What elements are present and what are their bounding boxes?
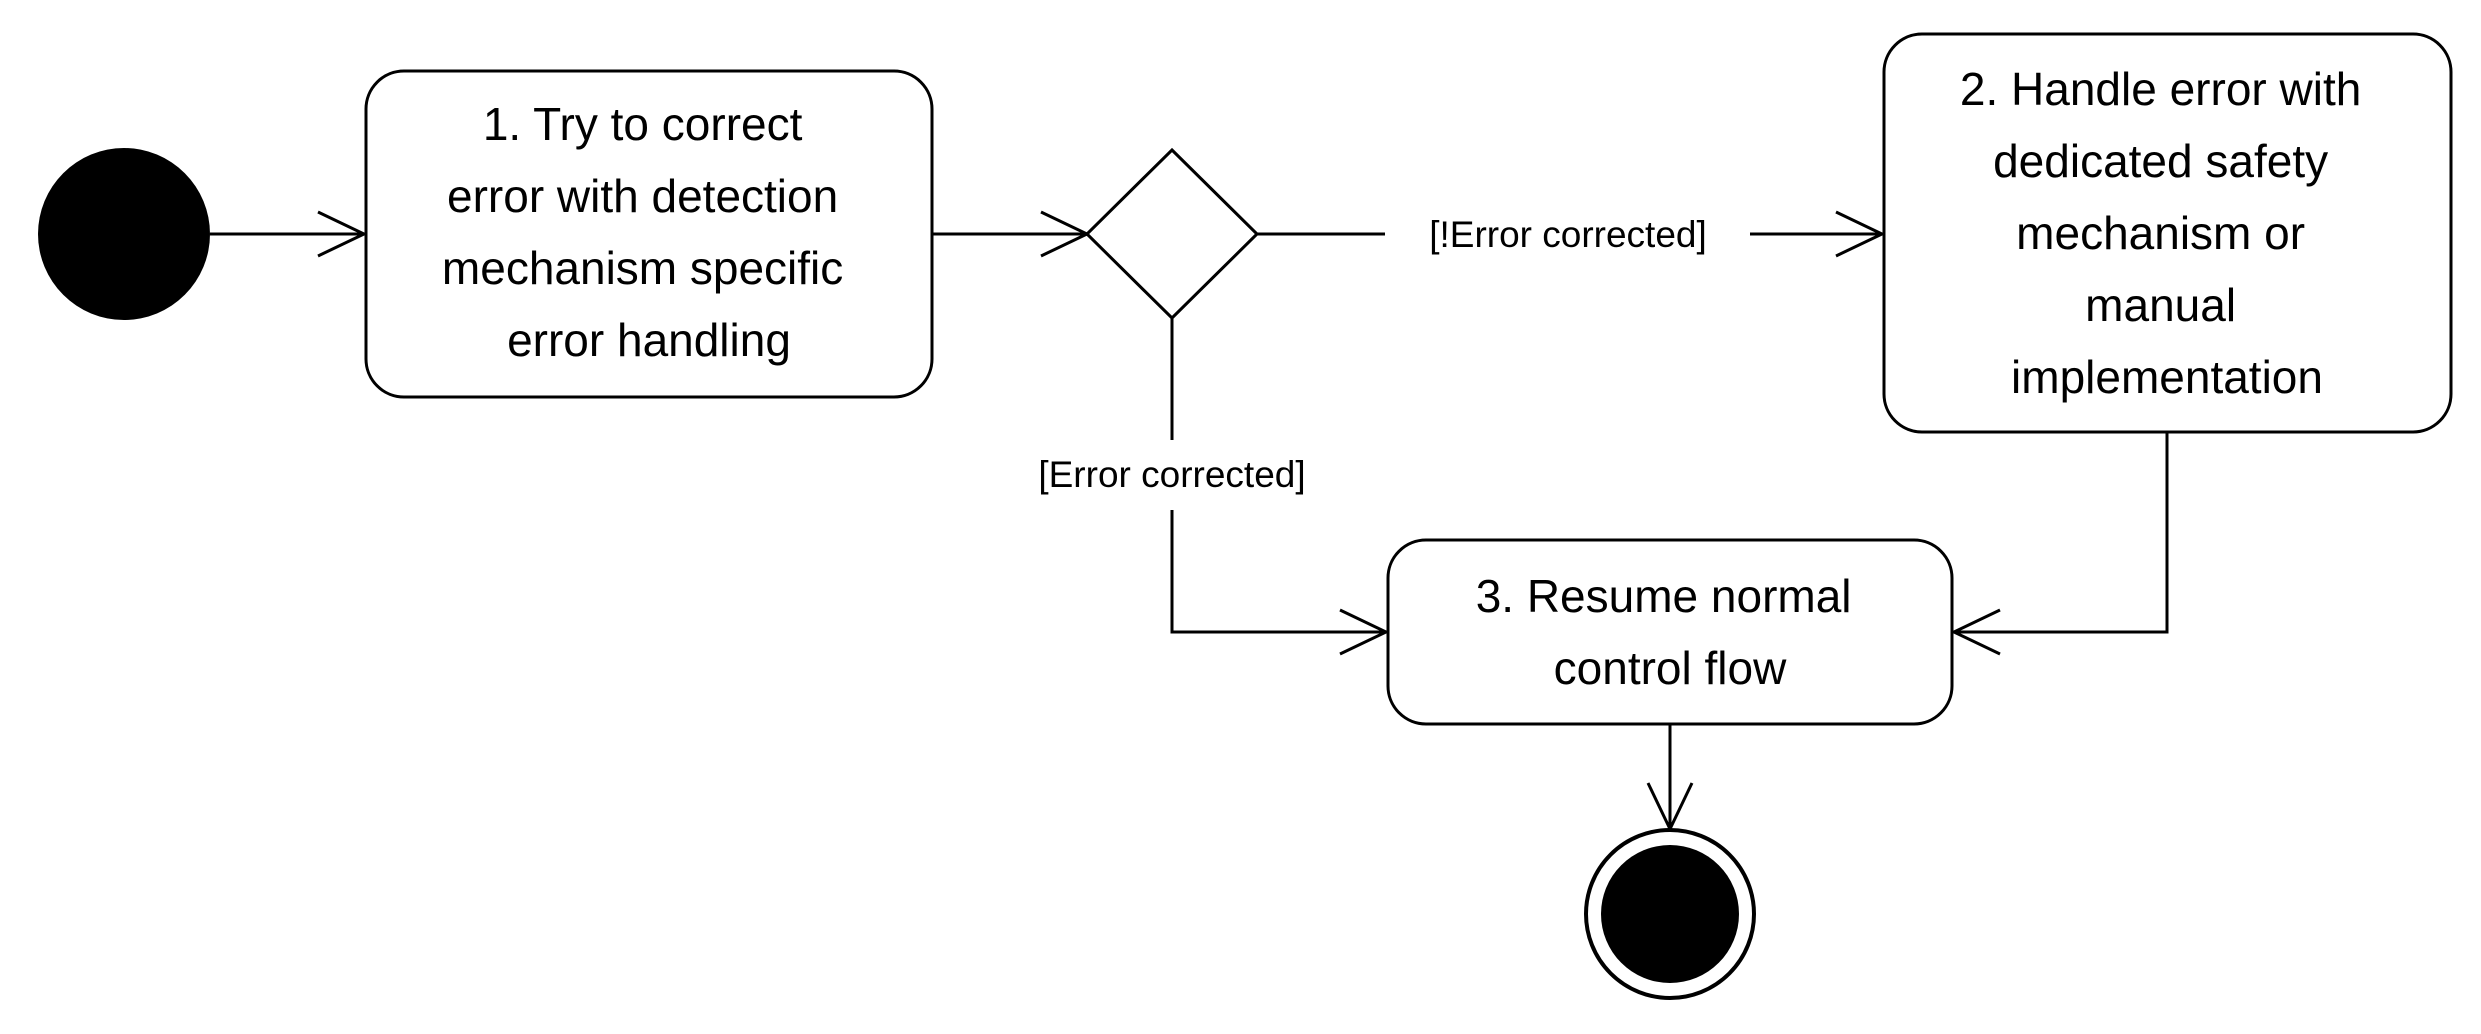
step2-line-5: implementation — [2011, 351, 2323, 403]
step1-line-3: mechanism specific — [442, 242, 843, 294]
action-step2: 2. Handle error with dedicated safety me… — [1882, 32, 2453, 434]
edge-decision-to-step3 — [1170, 318, 1390, 656]
step1-line-4: error handling — [507, 314, 791, 366]
guard-corrected: [Error corrected] — [1038, 454, 1305, 495]
decision-node — [1084, 147, 1260, 321]
edge-step1-to-decision — [932, 210, 1091, 258]
step3-line-2: control flow — [1554, 642, 1787, 694]
initial-node — [38, 148, 210, 320]
step1-line-2: error with detection — [447, 170, 838, 222]
final-node — [1584, 828, 1756, 1000]
action-step1: 1. Try to correct error with detection m… — [364, 69, 934, 399]
edge-step3-to-final — [1646, 724, 1694, 833]
action-step3: 3. Resume normal control flow — [1386, 538, 1954, 726]
step2-line-1: 2. Handle error with — [1960, 63, 2361, 115]
svg-text:1. Try to correct error: 1. Try to correct error with detection m… — [442, 98, 856, 366]
step2-line-3: mechanism or — [2016, 207, 2305, 259]
step2-line-2: dedicated safety — [1993, 135, 2328, 187]
svg-text:3. Resume normal control: 3. Resume normal control flow — [1476, 570, 1865, 694]
step2-line-4: manual — [2085, 279, 2236, 331]
edge-step2-to-step3 — [1950, 432, 2169, 656]
step1-line-1: 1. Try to correct — [483, 98, 803, 150]
edge-decision-to-step2 — [1257, 210, 1886, 258]
guard-not-corrected: [!Error corrected] — [1429, 214, 1707, 255]
step3-line-1: 3. Resume normal — [1476, 570, 1852, 622]
edge-start-to-step1 — [210, 210, 368, 258]
svg-text:2. Handle error with ded: 2. Handle error with dedicated safety me… — [1960, 63, 2374, 403]
